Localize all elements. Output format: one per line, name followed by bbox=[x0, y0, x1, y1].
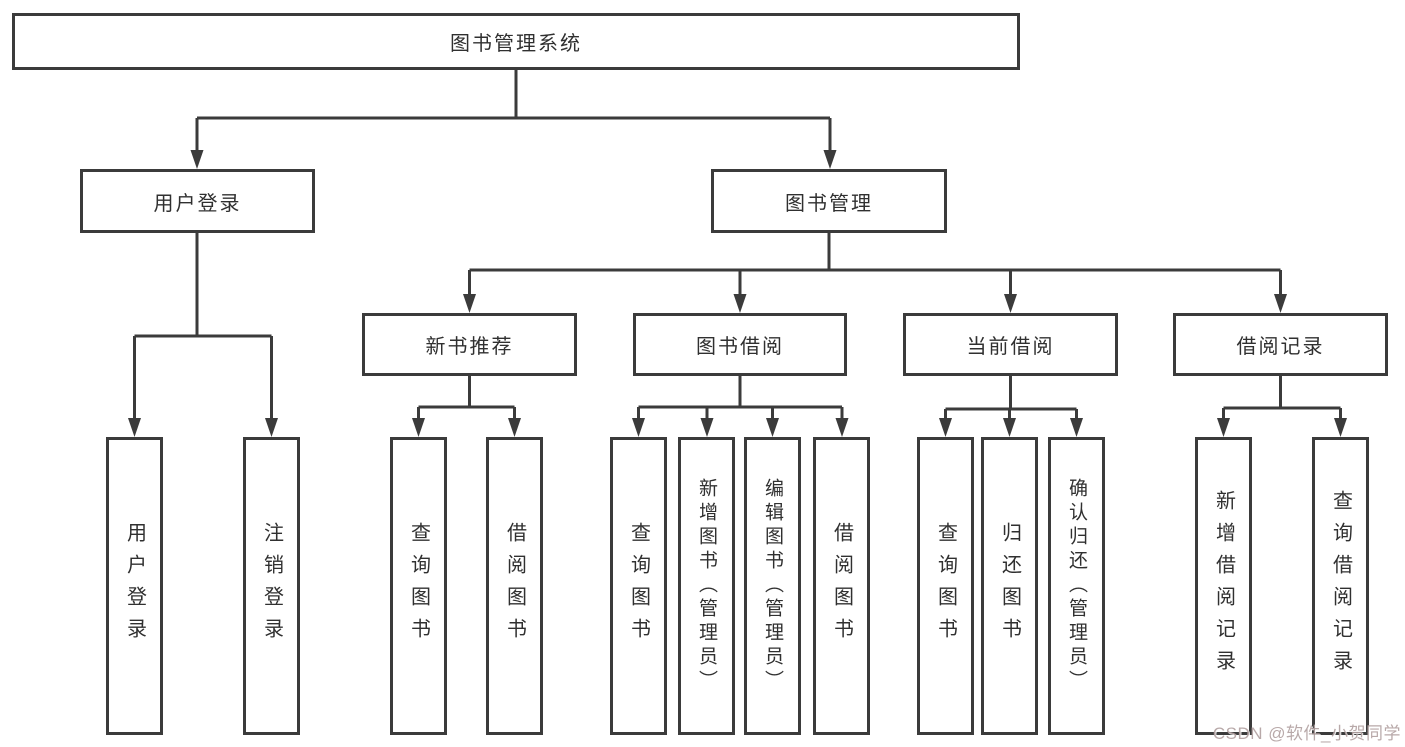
leaf-edit-books-admin-label: 编辑图书（管理员） bbox=[762, 478, 783, 694]
leaf-query-books-borrow: 查询图书 bbox=[610, 437, 667, 735]
connector-root-to-level2 bbox=[195, 69, 832, 151]
leaf-confirm-return-admin-label: 确认归还（管理员） bbox=[1066, 478, 1087, 694]
leaf-query-books-current-label: 查询图书 bbox=[934, 522, 957, 650]
node-root: 图书管理系统 bbox=[12, 13, 1020, 70]
leaf-add-books-admin: 新增图书（管理员） bbox=[678, 437, 735, 735]
node-root-label: 图书管理系统 bbox=[450, 33, 582, 55]
csdn-watermark: CSDN @软件_小贺同学 bbox=[1212, 724, 1401, 743]
connector-current-borrow-to-leaves bbox=[944, 376, 1078, 419]
node-book-management: 图书管理 bbox=[711, 169, 947, 233]
leaf-query-borrow-record: 查询借阅记录 bbox=[1312, 437, 1369, 735]
node-new-book-recommend: 新书推荐 bbox=[362, 313, 577, 376]
node-new-book-recommend-label: 新书推荐 bbox=[425, 336, 514, 358]
node-current-borrow: 当前借阅 bbox=[903, 313, 1118, 376]
leaf-add-books-admin-label: 新增图书（管理员） bbox=[696, 478, 717, 694]
node-borrow-records: 借阅记录 bbox=[1173, 313, 1388, 376]
leaf-query-books-recommend: 查询图书 bbox=[390, 437, 447, 735]
leaf-query-borrow-record-label: 查询借阅记录 bbox=[1329, 490, 1352, 682]
leaf-query-books-recommend-label: 查询图书 bbox=[407, 522, 430, 650]
node-current-borrow-label: 当前借阅 bbox=[966, 336, 1055, 358]
connector-new-book-to-leaves bbox=[417, 376, 516, 419]
leaf-return-books-label: 归还图书 bbox=[998, 522, 1021, 650]
leaf-user-login: 用户登录 bbox=[106, 437, 163, 735]
leaf-edit-books-admin: 编辑图书（管理员） bbox=[744, 437, 801, 735]
leaf-borrow-books-label: 借阅图书 bbox=[830, 522, 853, 650]
node-book-borrow-label: 图书借阅 bbox=[696, 336, 784, 358]
connector-book-borrow-to-leaves bbox=[637, 376, 844, 419]
leaf-confirm-return-admin: 确认归还（管理员） bbox=[1048, 437, 1105, 735]
node-borrow-records-label: 借阅记录 bbox=[1236, 336, 1325, 358]
leaf-add-borrow-record-label: 新增借阅记录 bbox=[1212, 490, 1235, 682]
connector-user-login-to-leaves bbox=[133, 233, 273, 419]
leaf-logout: 注销登录 bbox=[243, 437, 300, 735]
node-book-borrow: 图书借阅 bbox=[633, 313, 847, 376]
node-user-login-label: 用户登录 bbox=[153, 192, 242, 215]
leaf-user-login-label: 用户登录 bbox=[123, 522, 146, 650]
leaf-add-borrow-record: 新增借阅记录 bbox=[1195, 437, 1252, 735]
leaf-borrow-books-recommend: 借阅图书 bbox=[486, 437, 543, 735]
leaf-borrow-books: 借阅图书 bbox=[813, 437, 870, 735]
leaf-query-books-borrow-label: 查询图书 bbox=[627, 522, 650, 650]
leaf-borrow-books-recommend-label: 借阅图书 bbox=[503, 522, 526, 650]
connector-book-mgmt-to-level3 bbox=[468, 233, 1282, 295]
leaf-return-books: 归还图书 bbox=[981, 437, 1038, 735]
leaf-logout-label: 注销登录 bbox=[260, 522, 283, 650]
leaf-query-books-current: 查询图书 bbox=[917, 437, 974, 735]
node-book-management-label: 图书管理 bbox=[785, 192, 873, 215]
connector-records-to-leaves bbox=[1222, 376, 1342, 419]
node-user-login: 用户登录 bbox=[80, 169, 315, 233]
